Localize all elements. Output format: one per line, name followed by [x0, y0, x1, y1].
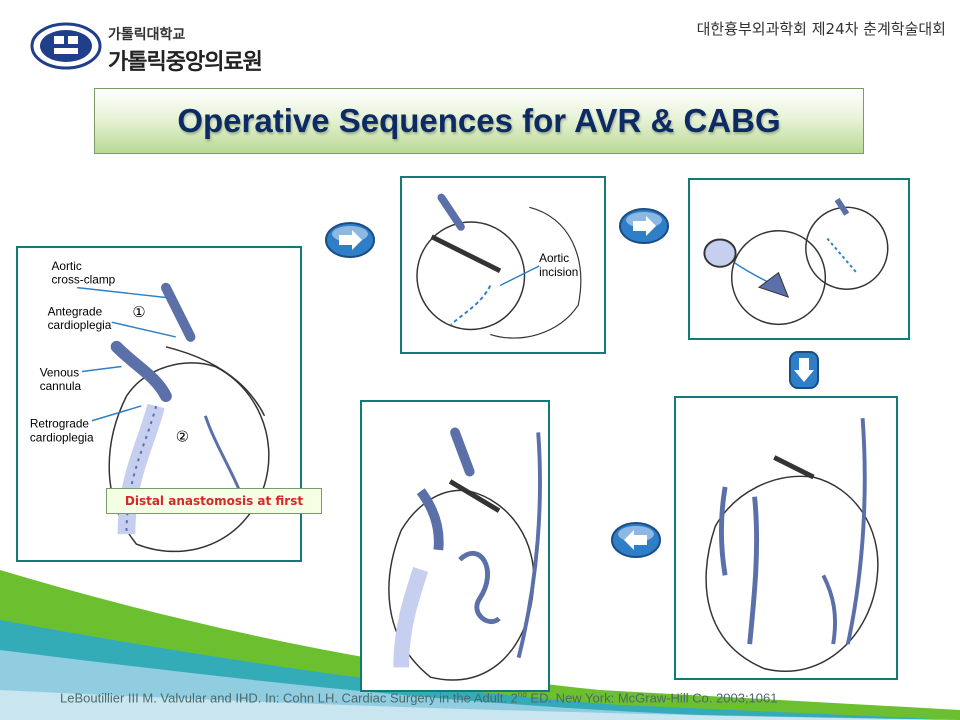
title-banner: Operative Sequences for AVR & CABG	[94, 88, 864, 154]
label-clamp-line2: cross-clamp	[52, 273, 116, 287]
label-antegrade-line1: Antegrade	[48, 304, 103, 318]
arrow-left-icon	[611, 522, 661, 558]
distal-anastomosis-note: Distal anastomosis at first	[106, 488, 322, 514]
heart-diagram-incision: Aortic incision	[416, 193, 582, 339]
label-incision-line1: Aortic	[539, 252, 569, 265]
heart-diagram-grafting	[705, 418, 879, 672]
step-marker-1: ①	[132, 304, 145, 321]
conference-name: 대한흉부외과학회 제24차 춘계학술대회	[696, 20, 946, 38]
label-retrograde-line1: Retrograde	[30, 417, 90, 431]
university-name-line1: 가톨릭대학교	[108, 27, 186, 43]
step-marker-2: ②	[176, 428, 189, 445]
page-title: Operative Sequences for AVR & CABG	[177, 102, 781, 139]
panel-grafting	[674, 396, 898, 680]
label-antegrade-line2: cardioplegia	[48, 318, 112, 332]
panel-aortic-incision: Aortic incision	[400, 176, 606, 354]
citation: LeBoutillier III M. Valvular and IHD. In…	[60, 690, 778, 705]
heart-diagram-valve	[703, 197, 889, 326]
arrow-down-icon	[789, 351, 819, 389]
label-retrograde-line2: cardioplegia	[30, 430, 94, 444]
university-name-line2: 가톨릭중앙의료원	[108, 50, 263, 75]
decorative-stripes	[0, 570, 960, 720]
arrow-right-icon	[619, 208, 669, 244]
panel-valve-replacement	[688, 178, 910, 340]
citation-sup: nd	[517, 690, 527, 699]
label-venous-line2: cannula	[40, 379, 82, 393]
label-incision-line2: incision	[539, 266, 578, 279]
panel-initial-setup: Aortic cross-clamp Antegrade cardioplegi…	[16, 246, 302, 562]
heart-diagram-setup: Aortic cross-clamp Antegrade cardioplegi…	[30, 259, 270, 552]
arrow-right-icon	[325, 222, 375, 258]
citation-main: LeBoutillier III M. Valvular and IHD. In…	[60, 690, 518, 706]
university-logo-icon	[30, 22, 102, 70]
citation-tail: ED. New York: McGraw-Hill Co. 2003;1061	[526, 690, 778, 706]
panel-final-anastomosis	[360, 400, 550, 692]
label-clamp-line1: Aortic	[52, 259, 82, 273]
label-venous-line1: Venous	[40, 365, 80, 379]
heart-diagram-final	[388, 427, 542, 681]
